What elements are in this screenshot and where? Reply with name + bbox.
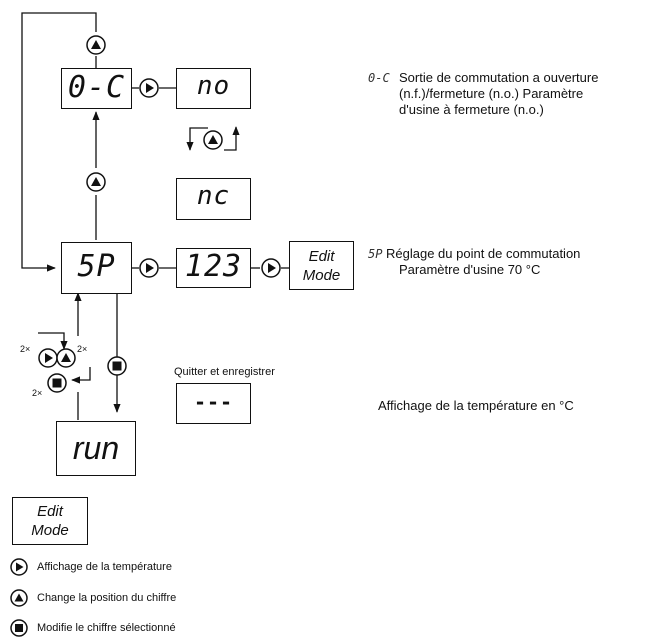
legend-stop-icon [10, 619, 28, 637]
legend-edit-line2: Mode [31, 522, 69, 539]
oc-description-line1: Sortie de commutation a ouverture [399, 70, 599, 85]
display-sp: 5P [61, 242, 132, 294]
display-run: run [56, 421, 136, 476]
legend-edit-mode-box: Edit Mode [12, 497, 88, 545]
display-value-text: 123 [184, 249, 243, 284]
sp-code: 5P [368, 247, 383, 261]
switch-arrow-down [186, 127, 208, 151]
sp-description-code: 5P [368, 246, 382, 262]
twox-label-3: 2× [32, 388, 43, 398]
sp-description-line1: Réglage du point de commutation [386, 246, 581, 261]
twox-label-1: 2× [20, 344, 31, 354]
twox-label-2: 2× [77, 344, 88, 354]
display-nc: nc [176, 178, 251, 220]
display-oc-text: 0-C [67, 70, 126, 105]
right-button-icon-value [261, 258, 281, 278]
stop-button-icon-run [107, 356, 127, 376]
edit-mode-box: Edit Mode [289, 241, 354, 290]
right-button-icon-edit [38, 348, 58, 368]
right-button-icon-oc [139, 78, 159, 98]
oc-description-line2: (n.f.)/fermeture (n.o.) Paramètre [399, 86, 584, 101]
legend-right-icon [10, 558, 28, 576]
up-button-icon-switch [203, 130, 223, 150]
display-value: 123 [176, 248, 251, 288]
legend-stop-text: Modifie le chiffre sélectionné [37, 622, 176, 634]
display-dashes: --- [176, 383, 251, 424]
stop-button-icon-edit [47, 373, 67, 393]
display-oc: 0-C [61, 68, 132, 109]
legend-edit-line1: Edit [37, 503, 63, 520]
display-dashes-text: --- [193, 390, 234, 414]
edit-loop-arrow-2 [71, 367, 91, 384]
display-run-text: run [72, 430, 120, 466]
display-no: no [176, 68, 251, 109]
display-sp-text: 5P [77, 249, 116, 284]
display-no-text: no [196, 71, 231, 101]
switch-arrow-up [224, 126, 240, 151]
display-nc-text: nc [196, 181, 231, 211]
legend-right-text: Affichage de la température [37, 561, 172, 573]
oc-description-line3: d'usine à fermeture (n.o.) [399, 102, 544, 117]
legend-up-text: Change la position du chiffre [37, 592, 177, 604]
up-button-icon-top [86, 35, 106, 55]
sp-description-line2: Paramètre d'usine 70 °C [399, 262, 541, 277]
oc-description-code: 0-C [368, 70, 390, 86]
loop-line [21, 12, 97, 272]
temp-description: Affichage de la température en °C [378, 398, 574, 413]
legend-up-icon [10, 589, 28, 607]
edit-mode-line1: Edit [308, 248, 335, 265]
up-button-icon-edit [56, 348, 76, 368]
right-button-icon-sp [139, 258, 159, 278]
quit-save-label: Quitter et enregistrer [174, 366, 275, 378]
edit-loop-arrow-1 [38, 332, 68, 350]
up-button-icon-middle [86, 172, 106, 192]
edit-mode-line2: Mode [302, 267, 341, 284]
oc-code: 0-C [368, 71, 390, 85]
